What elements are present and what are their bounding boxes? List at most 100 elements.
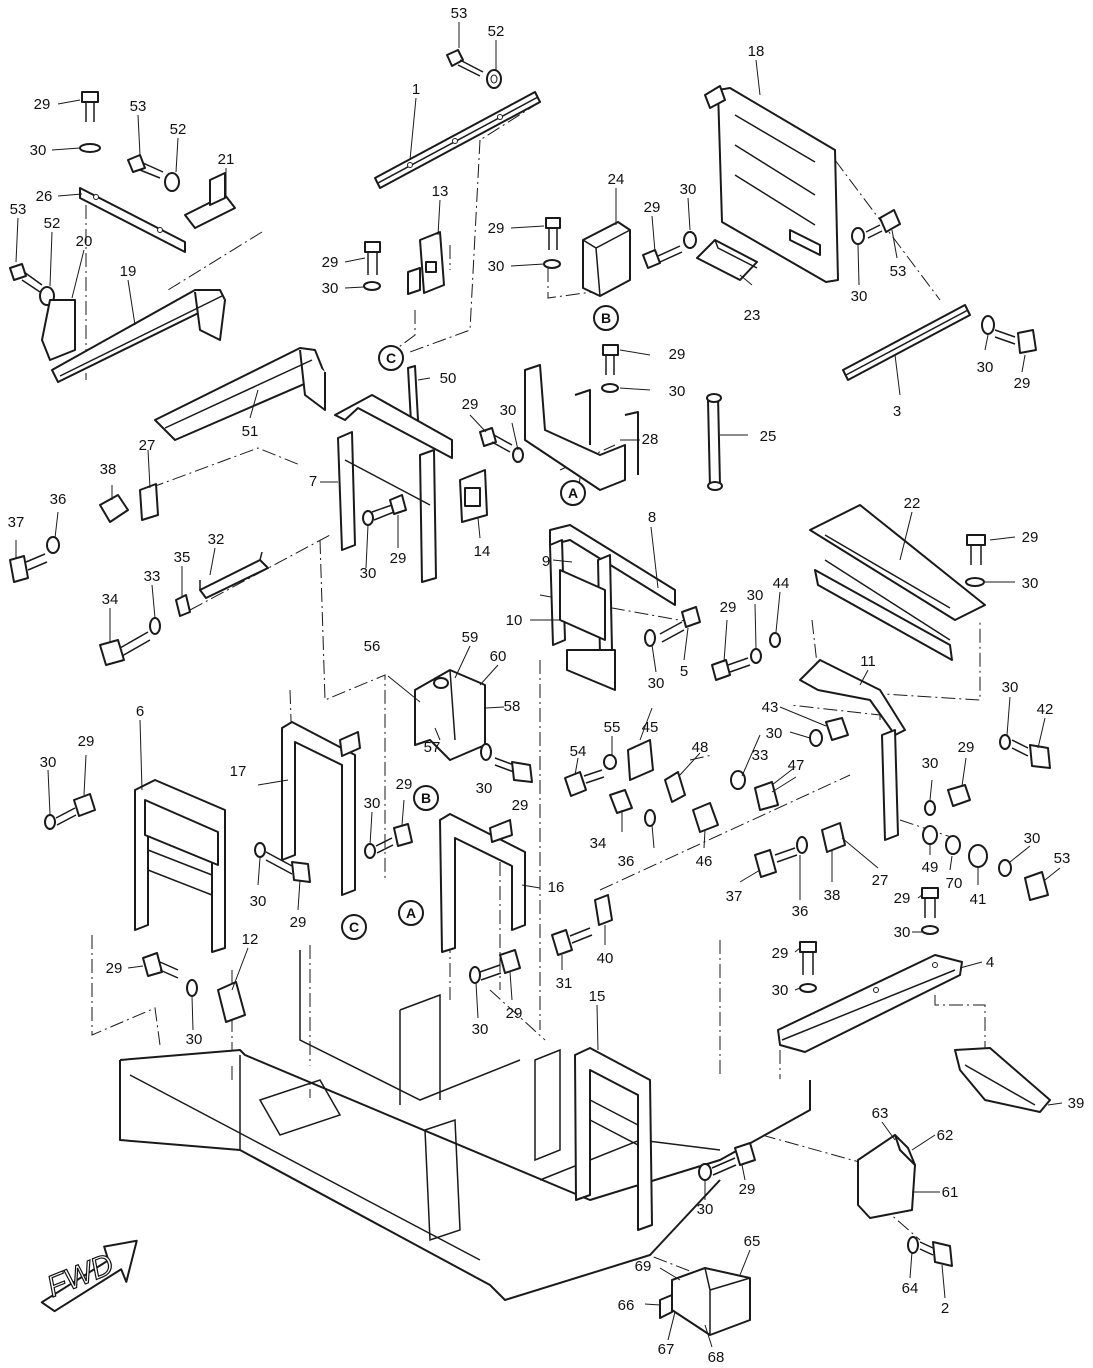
callout-53: 53 bbox=[130, 98, 147, 115]
callout-44: 44 bbox=[773, 575, 790, 592]
box-24 bbox=[582, 221, 631, 297]
callout-29: 29 bbox=[488, 220, 505, 237]
callout-20: 20 bbox=[76, 233, 93, 250]
plate-13 bbox=[407, 231, 445, 295]
callout-63: 63 bbox=[872, 1105, 889, 1122]
rail-3 bbox=[842, 304, 971, 381]
bolt-53-right bbox=[851, 209, 901, 245]
bolt-2 bbox=[907, 1236, 953, 1267]
beam-51 bbox=[154, 347, 326, 441]
ref-circle-a-top bbox=[560, 480, 586, 506]
bolt-29-j bbox=[924, 784, 971, 816]
callout-69: 69 bbox=[635, 1258, 652, 1275]
callout-30: 30 bbox=[697, 1201, 714, 1218]
callout-33: 33 bbox=[144, 568, 161, 585]
bolt-29-p bbox=[799, 941, 817, 993]
callout-16: 16 bbox=[548, 879, 565, 896]
ref-letter-a-top: A bbox=[568, 485, 578, 501]
spacer-stack bbox=[922, 825, 1049, 901]
bolt-29-q bbox=[921, 887, 939, 935]
part-shapes bbox=[9, 49, 1051, 1336]
callout-52: 52 bbox=[488, 23, 505, 40]
callout-39: 39 bbox=[1068, 1095, 1085, 1112]
callout-29: 29 bbox=[644, 199, 661, 216]
ref-letter-b-bottom: B bbox=[421, 790, 431, 806]
callout-57: 57 bbox=[424, 739, 441, 756]
callout-67: 67 bbox=[658, 1341, 675, 1358]
bolt-34 bbox=[99, 594, 191, 666]
callout-30: 30 bbox=[766, 725, 783, 742]
callout-29: 29 bbox=[506, 1005, 523, 1022]
callout-30: 30 bbox=[1022, 575, 1039, 592]
callout-30: 30 bbox=[680, 181, 697, 198]
callout-29: 29 bbox=[958, 739, 975, 756]
clip-48 bbox=[664, 771, 686, 803]
callout-28: 28 bbox=[642, 431, 659, 448]
ref-circle-a-bottom bbox=[398, 900, 424, 926]
callout-26: 26 bbox=[36, 188, 53, 205]
reference-letters: C B A B A C bbox=[341, 305, 619, 940]
callout-30: 30 bbox=[250, 893, 267, 910]
callout-51: 51 bbox=[242, 423, 259, 440]
callout-37: 37 bbox=[8, 514, 25, 531]
ref-letter-c-bottom: C bbox=[349, 919, 359, 935]
bracket-38-left bbox=[99, 483, 159, 523]
callout-30: 30 bbox=[1002, 679, 1019, 696]
callout-15: 15 bbox=[589, 988, 606, 1005]
callout-29: 29 bbox=[1014, 375, 1031, 392]
callout-29: 29 bbox=[462, 396, 479, 413]
callout-41: 41 bbox=[970, 891, 987, 908]
callout-30: 30 bbox=[500, 402, 517, 419]
callout-30: 30 bbox=[30, 142, 47, 159]
callout-36: 36 bbox=[792, 903, 809, 920]
callout-46: 46 bbox=[696, 853, 713, 870]
bracket-21 bbox=[127, 154, 236, 229]
callout-3: 3 bbox=[893, 403, 901, 420]
handle-32 bbox=[199, 551, 269, 599]
frame-18 bbox=[704, 85, 839, 283]
callout-37: 37 bbox=[726, 888, 743, 905]
callout-30: 30 bbox=[648, 675, 665, 692]
bolt-47 bbox=[730, 770, 779, 811]
callout-22: 22 bbox=[904, 495, 921, 512]
callout-5: 5 bbox=[680, 663, 688, 680]
callout-30: 30 bbox=[894, 924, 911, 941]
rod-25 bbox=[706, 393, 723, 491]
callout-34: 34 bbox=[102, 591, 119, 608]
bolt-5 bbox=[644, 606, 701, 647]
callout-52: 52 bbox=[44, 215, 61, 232]
callout-43: 43 bbox=[762, 699, 779, 716]
frame-7 bbox=[334, 394, 453, 583]
bolt-29-e bbox=[479, 427, 524, 463]
callout-30: 30 bbox=[472, 1021, 489, 1038]
bolt-29-l bbox=[254, 842, 311, 883]
callout-29: 29 bbox=[106, 960, 123, 977]
bolt-29-n bbox=[142, 952, 198, 997]
callout-50: 50 bbox=[440, 370, 457, 387]
callout-25: 25 bbox=[760, 428, 777, 445]
callout-30: 30 bbox=[364, 795, 381, 812]
callout-35: 35 bbox=[174, 549, 191, 566]
callout-66: 66 bbox=[618, 1297, 635, 1314]
callout-11: 11 bbox=[860, 653, 876, 670]
callout-29: 29 bbox=[1022, 529, 1039, 546]
callout-29: 29 bbox=[390, 550, 407, 567]
frame-16 bbox=[439, 813, 526, 953]
bolt-29-m bbox=[364, 823, 413, 859]
callout-30: 30 bbox=[1024, 830, 1041, 847]
callout-19: 19 bbox=[120, 263, 137, 280]
callout-30: 30 bbox=[360, 565, 377, 582]
frame-6 bbox=[134, 779, 226, 953]
bolt-29-d bbox=[362, 494, 407, 526]
bolt-53-top bbox=[446, 49, 502, 89]
block-61 bbox=[857, 1134, 916, 1219]
callout-7: 7 bbox=[309, 473, 317, 490]
bolt-29-g bbox=[965, 534, 986, 587]
callout-30: 30 bbox=[669, 383, 686, 400]
clip-12 bbox=[217, 981, 246, 1023]
bolt-29-o bbox=[469, 949, 521, 984]
callout-29: 29 bbox=[669, 346, 686, 363]
bolt-29-mid bbox=[363, 241, 381, 291]
callout-42: 42 bbox=[1037, 701, 1054, 718]
callout-33: 33 bbox=[752, 747, 769, 764]
